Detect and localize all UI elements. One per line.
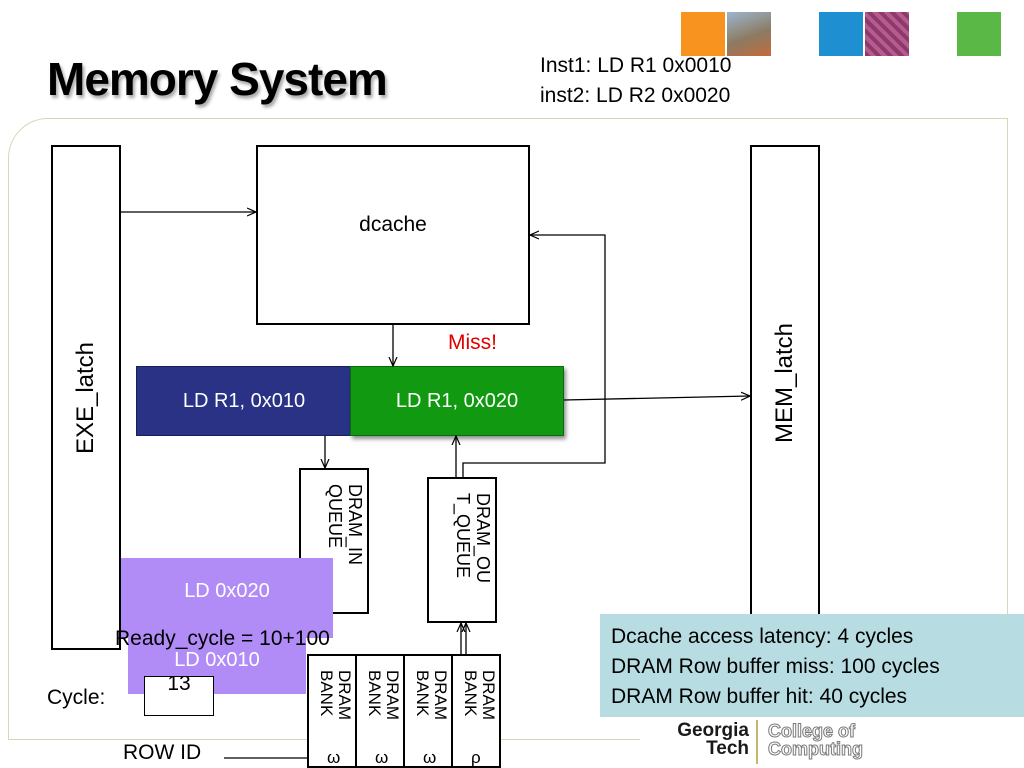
logo-backdrop bbox=[640, 717, 1024, 768]
dram-bank-2-row: ω bbox=[375, 748, 389, 767]
latency-line-2: DRAM Row buffer miss: 100 cycles bbox=[611, 655, 940, 678]
queue-entry-2-label: LD R1, 0x020 bbox=[395, 389, 519, 412]
logo-college-line2: Computing bbox=[768, 739, 864, 759]
latency-line-1: Dcache access latency: 4 cycles bbox=[611, 625, 914, 648]
blue-tile bbox=[819, 12, 863, 56]
dcache-label: dcache bbox=[359, 213, 427, 236]
dram-bank-4: DRAM BANK ρ bbox=[451, 654, 501, 768]
campus-photo bbox=[727, 12, 771, 56]
ld-010-label: LD 0x010 bbox=[174, 648, 260, 671]
latency-line-3: DRAM Row buffer hit: 40 cycles bbox=[611, 685, 908, 708]
dram-bank-4-row: ρ bbox=[471, 748, 481, 767]
dram-bank-3-row: ω bbox=[423, 748, 437, 767]
ld-020-box: LD 0x020 bbox=[121, 558, 333, 638]
miss-label: Miss! bbox=[448, 331, 497, 354]
mem-latch: MEM_latch bbox=[750, 145, 820, 620]
row-id-label: ROW ID bbox=[123, 741, 202, 764]
dram-bank-3: DRAM BANK ω bbox=[403, 654, 453, 768]
dcache: dcache bbox=[256, 145, 530, 325]
instruction-2: inst2: LD R2 0x0020 bbox=[540, 84, 731, 107]
queue-to-mem-arrow bbox=[563, 396, 750, 400]
dram-bank-1-row: ω bbox=[327, 748, 341, 767]
cycle-label: Cycle: bbox=[47, 686, 106, 709]
ld-020-label: LD 0x020 bbox=[184, 580, 270, 602]
cycle-counter: 13 bbox=[144, 676, 214, 716]
cycle-value: 13 bbox=[167, 676, 191, 695]
logo-tech: Tech bbox=[706, 738, 749, 759]
latency-info-box: Dcache access latency: 4 cycles DRAM Row… bbox=[600, 614, 1024, 717]
logo-college-line1: College of bbox=[768, 721, 856, 741]
exe-latch: EXE_latch bbox=[51, 145, 121, 650]
queue-entry-1: LD R1, 0x010 bbox=[136, 366, 352, 436]
orange-tile bbox=[681, 12, 725, 56]
queue-entry-1-label: LD R1, 0x010 bbox=[182, 389, 306, 412]
college-logo: College of Computing bbox=[768, 721, 864, 759]
logo-divider bbox=[756, 720, 758, 764]
queue-entry-2: LD R1, 0x020 bbox=[350, 366, 564, 436]
logo-georgia: Georgia bbox=[677, 720, 749, 741]
ready-cycle-label: Ready_cycle = 10+100 bbox=[115, 627, 330, 650]
chip-photo bbox=[865, 12, 909, 56]
georgia-tech-logo: Georgia Tech bbox=[659, 720, 749, 759]
content-frame bbox=[8, 118, 1008, 740]
green-tile bbox=[957, 12, 1001, 56]
dram-out-to-dcache-arrow bbox=[462, 235, 606, 477]
instruction-1: Inst1: LD R1 0x0010 bbox=[540, 54, 732, 77]
slide-title: Memory System bbox=[47, 53, 388, 105]
dram-out-queue: DRAM_OU T_QUEUE bbox=[427, 477, 497, 623]
